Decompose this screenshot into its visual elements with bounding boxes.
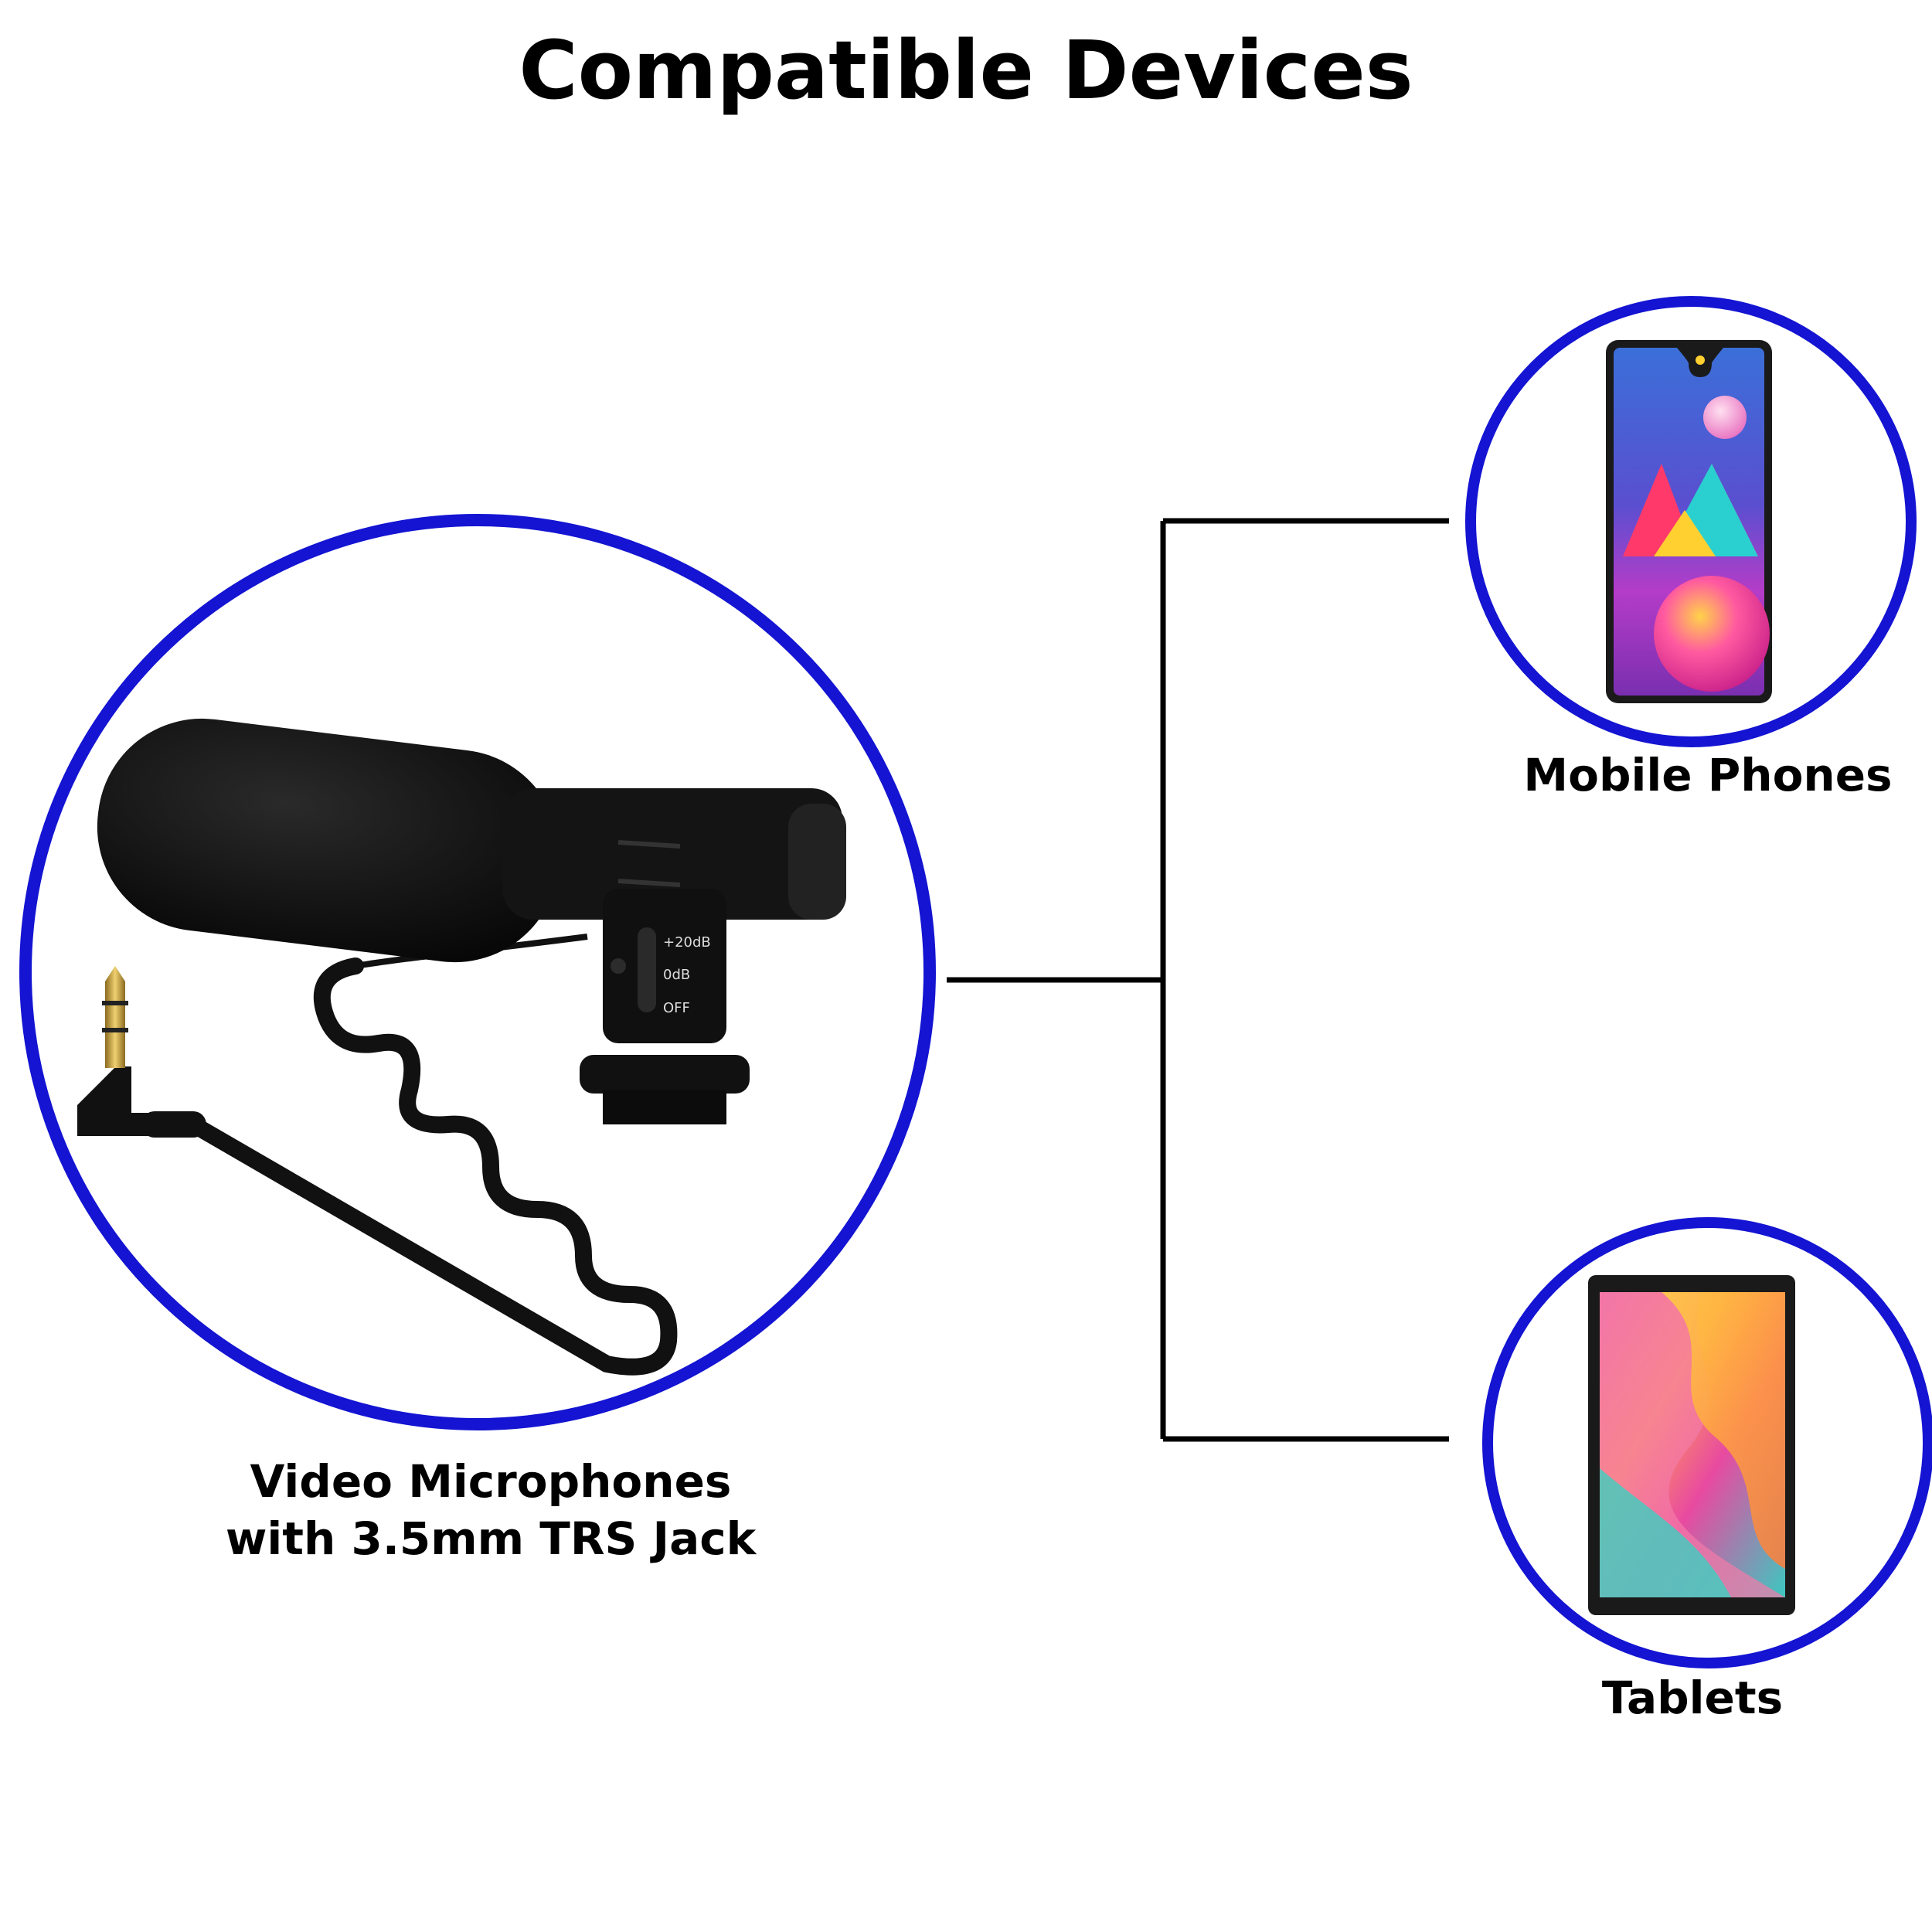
microphone-label-line2: with 3.5mm TRS Jack bbox=[225, 1512, 757, 1565]
connector-lines bbox=[947, 518, 1449, 1442]
mobile-phone-node bbox=[1465, 296, 1917, 747]
tablet-icon bbox=[1588, 1275, 1795, 1615]
mobile-phones-label: Mobile Phones bbox=[1523, 749, 1893, 801]
microphone-node: +20dB 0dB OFF bbox=[19, 514, 936, 1430]
tablets-label: Tablets bbox=[1601, 1672, 1784, 1724]
page-title: Compatible Devices bbox=[519, 23, 1413, 117]
switch-label-plus20db: +20dB bbox=[663, 934, 711, 951]
microphone-label: Video Microphones with 3.5mm TRS Jack bbox=[182, 1453, 800, 1567]
microphone-icon: +20dB 0dB OFF bbox=[77, 718, 846, 1376]
switch-label-0db: 0dB bbox=[663, 967, 690, 983]
microphone-label-line1: Video Microphones bbox=[250, 1455, 732, 1508]
tablet-node bbox=[1482, 1217, 1932, 1668]
switch-label-off: OFF bbox=[663, 1000, 690, 1016]
mobile-phone-icon bbox=[1606, 340, 1772, 703]
